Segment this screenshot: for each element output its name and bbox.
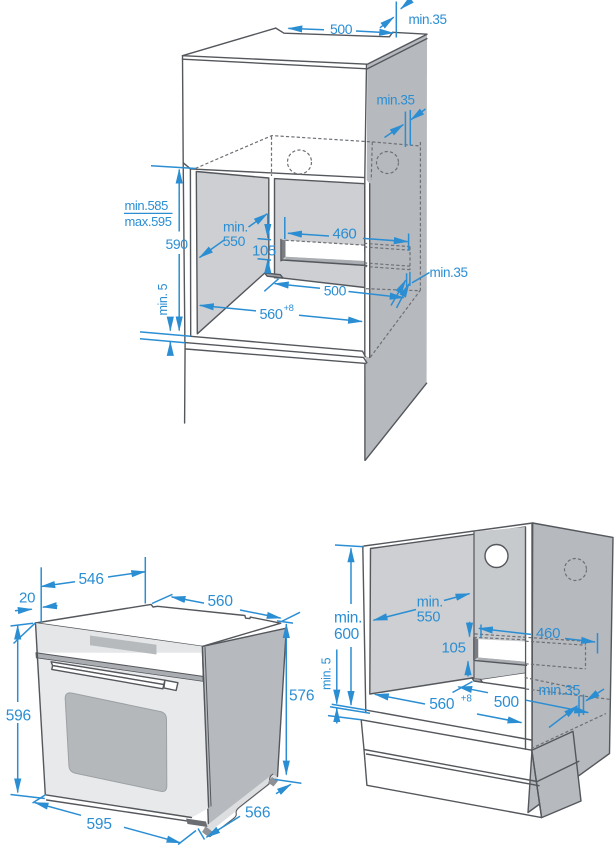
svg-text:min.35: min.35	[377, 93, 415, 108]
svg-text:min.: min.	[223, 219, 248, 235]
svg-text:+8: +8	[461, 694, 473, 705]
svg-text:566: 566	[245, 805, 270, 822]
svg-text:560: 560	[208, 593, 234, 610]
svg-text:500: 500	[494, 694, 520, 711]
svg-text:max.595: max.595	[125, 214, 172, 229]
svg-text:550: 550	[417, 610, 441, 626]
svg-text:596: 596	[6, 707, 31, 724]
svg-text:500: 500	[324, 283, 347, 299]
svg-text:min.: min.	[417, 595, 443, 611]
svg-text:20: 20	[19, 590, 35, 607]
svg-text:460: 460	[333, 226, 357, 243]
svg-text:600: 600	[334, 626, 360, 643]
svg-text:550: 550	[223, 233, 246, 249]
svg-text:min.35: min.35	[539, 683, 581, 699]
svg-text:min.35: min.35	[430, 265, 468, 280]
svg-text:min.: min.	[334, 610, 362, 627]
svg-text:460: 460	[536, 625, 560, 642]
svg-text:546: 546	[79, 571, 104, 588]
svg-text:+8: +8	[284, 303, 294, 314]
svg-text:105: 105	[252, 243, 276, 260]
svg-text:min. 5: min. 5	[156, 283, 170, 315]
svg-text:576: 576	[289, 688, 314, 705]
svg-text:595: 595	[87, 816, 112, 833]
svg-text:590: 590	[166, 236, 189, 252]
svg-text:min. 5: min. 5	[320, 657, 334, 690]
svg-text:105: 105	[442, 640, 466, 657]
svg-text:500: 500	[330, 21, 353, 37]
svg-text:560: 560	[260, 307, 283, 323]
svg-text:560: 560	[429, 696, 455, 713]
svg-text:min.585: min.585	[125, 198, 169, 213]
svg-text:min.35: min.35	[409, 12, 447, 27]
